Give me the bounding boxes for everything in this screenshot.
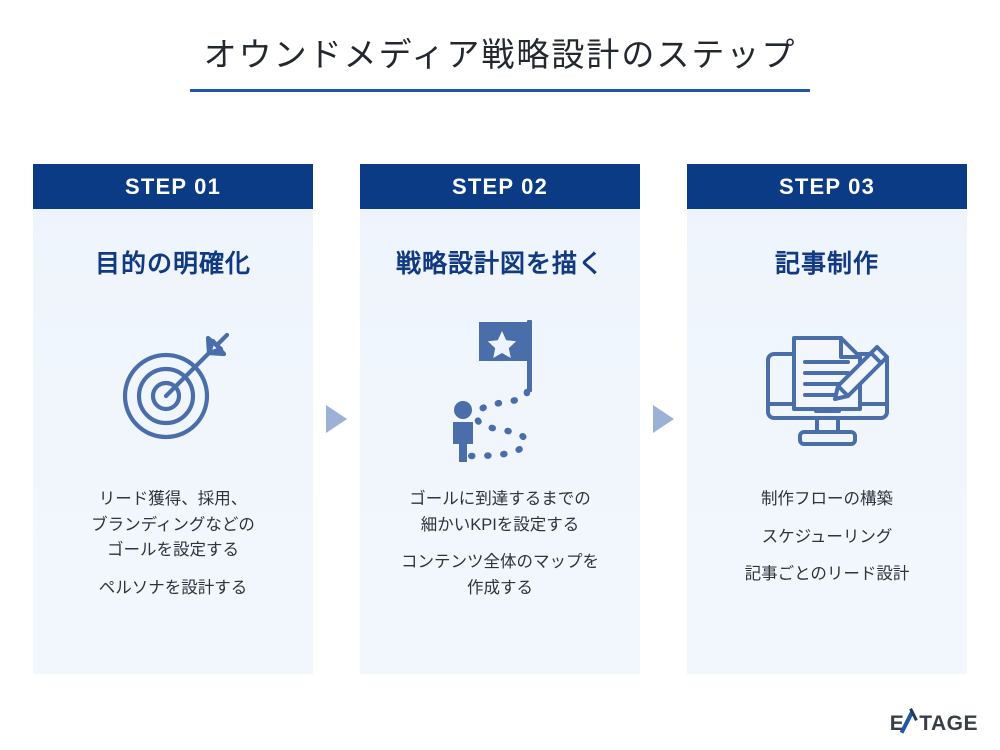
roadmap-flag-icon xyxy=(453,320,532,462)
step-body-3-line-3: 記事ごとのリード設計 xyxy=(744,565,910,584)
step-icon-2-wrap xyxy=(435,309,565,469)
extage-logo: E TAGE xyxy=(890,709,978,736)
step-subtitle-2: 戦略設計図を描く xyxy=(395,250,604,278)
step-body-3-line-2: スケジューリング xyxy=(761,527,893,546)
step-body-2-line-2: コンテンツ全体のマップを 作成する xyxy=(401,553,599,597)
step-header-2: STEP 02 xyxy=(360,164,640,209)
monitor-document-pencil-icon xyxy=(765,335,889,446)
play-triangle-right-icon xyxy=(653,405,674,433)
page-title: オウンドメディア戦略設計のステップ xyxy=(203,36,797,73)
logo-x-glyph-icon xyxy=(904,709,919,730)
dashed-route-path xyxy=(463,388,531,460)
step-body-2-line-1: ゴールに到達するまでの 細かいKPIを設定する xyxy=(409,490,591,534)
step-card-2[interactable]: STEP 02 戦略設計図を描く xyxy=(360,164,640,674)
step-subtitle-3: 記事制作 xyxy=(774,250,879,278)
step-body-1-line-2: ペルソナを設計する xyxy=(98,578,248,597)
title-block: オウンドメディア戦略設計のステップ xyxy=(0,34,1000,93)
connector-2 xyxy=(640,164,687,674)
step-body-1-line-1: リード獲得、採用、 ブランディングなどの ゴールを設定する xyxy=(91,490,255,560)
step-body-1: リード獲得、採用、 ブランディングなどの ゴールを設定する ペルソナを設計する xyxy=(47,487,299,601)
step-subtitle-1: 目的の明確化 xyxy=(94,250,251,278)
play-triangle-right-icon xyxy=(326,405,347,433)
step-body-3: 制作フローの構築 スケジューリング 記事ごとのリード設計 xyxy=(701,487,953,588)
step-card-3[interactable]: STEP 03 記事制作 xyxy=(687,164,967,674)
step-card-1[interactable]: STEP 01 目的の明確化 リード獲得、採用、 ブランディングなどの ゴールを… xyxy=(33,164,313,674)
logo-suffix: TAGE xyxy=(919,712,978,735)
title-underline-rule xyxy=(190,89,810,93)
connector-1 xyxy=(313,164,360,674)
step-body-2: ゴールに到達するまでの 細かいKPIを設定する コンテンツ全体のマップを 作成す… xyxy=(374,487,626,601)
target-arrow-icon xyxy=(122,332,230,440)
step-body-3-line-1: 制作フローの構築 xyxy=(761,490,893,508)
step-icon-1-wrap xyxy=(108,309,238,469)
step-icon-3-wrap xyxy=(760,309,895,469)
step-header-3: STEP 03 xyxy=(687,164,967,209)
steps-row: STEP 01 目的の明確化 リード獲得、採用、 ブランディングなどの ゴールを… xyxy=(33,164,967,674)
step-header-1: STEP 01 xyxy=(33,164,313,209)
